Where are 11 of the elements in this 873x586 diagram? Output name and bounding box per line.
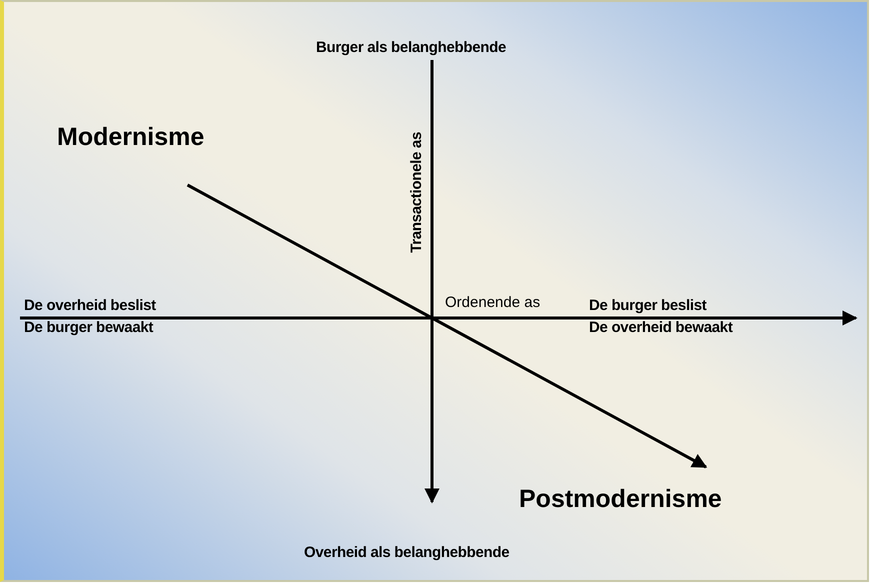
- axis-label: Ordenende as: [445, 294, 540, 311]
- axis-label: Overheid als belanghebbende: [304, 544, 510, 561]
- axis-end-label: De burger beslist: [589, 297, 706, 314]
- heading-text: Modernisme: [57, 121, 204, 183]
- axis-label: Burger als belanghebbende: [316, 39, 506, 56]
- axis-end-label: De overheid bewaakt: [589, 319, 733, 336]
- axis-label: Transactionele as: [408, 132, 425, 253]
- arrow: [186, 184, 708, 468]
- axis-end-label: De burger bewaakt: [24, 319, 154, 336]
- axis-end-label: De overheid beslist: [24, 297, 156, 314]
- heading-text: Postmodernisme: [519, 465, 722, 515]
